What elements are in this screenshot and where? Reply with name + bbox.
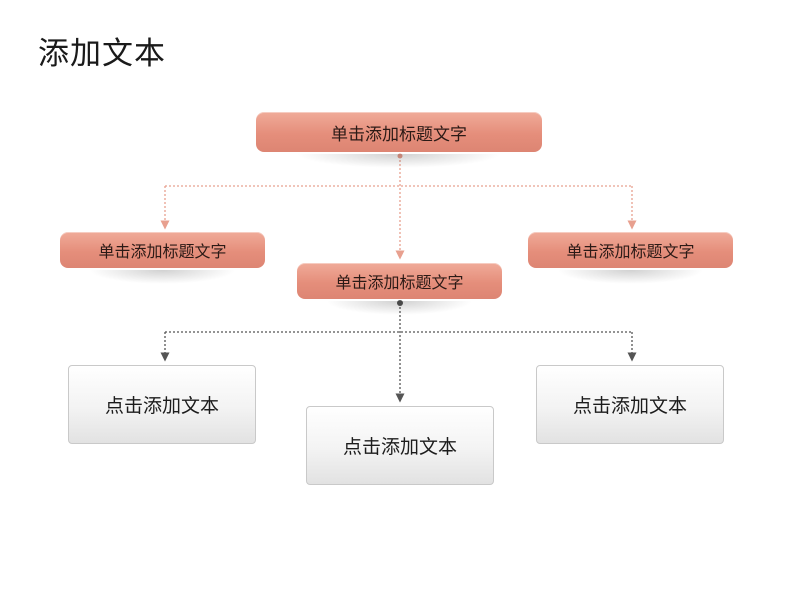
level2-node-right[interactable]: 单击添加标题文字 — [528, 232, 733, 284]
level2-node-right-label: 单击添加标题文字 — [566, 242, 695, 261]
page-title: 添加文本 — [38, 36, 166, 72]
text-box-left[interactable]: 点击添加文本 — [68, 365, 256, 444]
top-title-node[interactable]: 单击添加标题文字 — [256, 112, 542, 168]
level2-node-left[interactable]: 单击添加标题文字 — [60, 232, 265, 284]
top-title-node-label: 单击添加标题文字 — [331, 124, 467, 145]
text-box-left-label: 点击添加文本 — [104, 395, 219, 417]
text-box-right[interactable]: 点击添加文本 — [536, 365, 724, 444]
text-box-center[interactable]: 点击添加文本 — [306, 406, 494, 485]
level2-node-center-label: 单击添加标题文字 — [335, 273, 464, 292]
text-box-center-label: 点击添加文本 — [342, 436, 457, 458]
text-box-right-label: 点击添加文本 — [572, 395, 687, 417]
level2-node-center[interactable]: 单击添加标题文字 — [297, 263, 502, 315]
level2-node-left-label: 单击添加标题文字 — [98, 242, 227, 261]
